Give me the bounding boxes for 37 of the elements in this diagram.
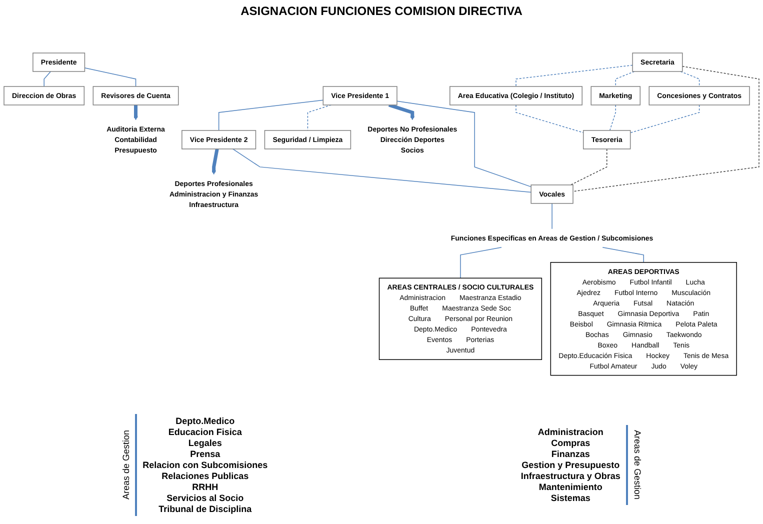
connector — [615, 70, 635, 87]
connector — [232, 148, 532, 192]
connector — [396, 100, 532, 187]
side-label: Areas de Gestion — [120, 430, 131, 500]
area-item: Mantenimiento — [538, 482, 602, 492]
connector — [516, 104, 584, 133]
connector — [84, 67, 136, 87]
arrow — [212, 148, 219, 174]
area-item: Educacion Fisica — [168, 427, 242, 437]
arrow — [134, 104, 138, 120]
connector — [602, 246, 644, 263]
side-label: Areas de Gestion — [632, 430, 642, 500]
area-item: Finanzas — [551, 449, 590, 459]
connector — [570, 148, 608, 186]
connector — [218, 100, 324, 131]
area-item: Administracion — [538, 427, 604, 437]
area-item: Depto.Medico — [176, 416, 235, 426]
area-item: Relacion con Subcomisiones — [142, 460, 268, 470]
title: ASIGNACION FUNCIONES COMISION DIRECTIVA — [240, 3, 524, 20]
connector — [44, 70, 52, 87]
connector — [680, 70, 700, 87]
area-item: Servicios al Socio — [166, 493, 244, 503]
arrow — [388, 103, 415, 120]
connector — [460, 246, 502, 278]
area-item: Infraestructura y Obras — [520, 471, 620, 481]
connector — [572, 66, 760, 192]
connector — [630, 104, 700, 133]
area-item: Prensa — [190, 449, 220, 459]
area-item: Compras — [551, 438, 590, 448]
area-item: Sistemas — [550, 493, 590, 503]
area-item: Tribunal de Disciplina — [158, 504, 252, 514]
area-item: RRHH — [192, 482, 218, 492]
connector — [609, 104, 616, 131]
area-item: Legales — [188, 438, 222, 448]
connector — [516, 64, 633, 87]
area-item: Gestion y Presupuesto — [522, 460, 620, 470]
area-item: Relaciones Publicas — [162, 471, 249, 481]
